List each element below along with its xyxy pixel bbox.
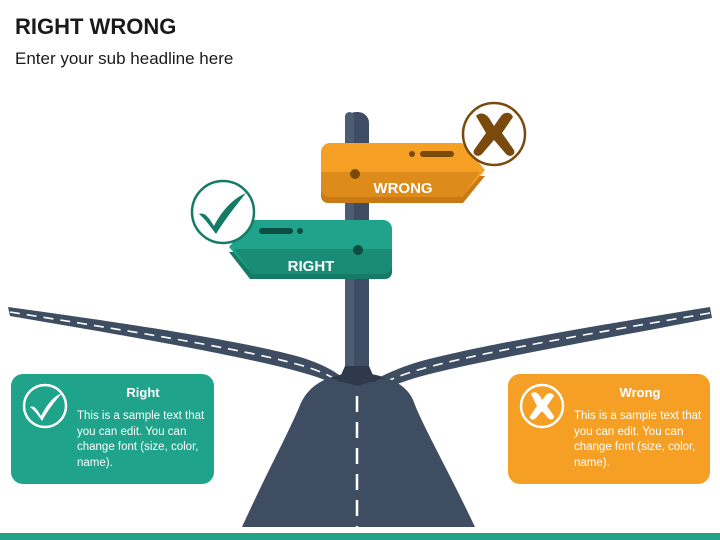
wrong-card: Wrong This is a sample text that you can… — [508, 374, 710, 484]
right-sign-label: RIGHT — [288, 258, 335, 275]
cross-icon — [461, 101, 527, 167]
left-road-branch — [8, 307, 355, 398]
check-icon — [22, 383, 68, 429]
wrong-sign-stripe-dot — [409, 151, 415, 157]
right-card-body: This is a sample text that you can edit.… — [77, 410, 205, 469]
right-sign-bolt — [353, 245, 363, 255]
wrong-card-title: Wrong — [619, 385, 661, 400]
wrong-sign-bolt — [350, 169, 360, 179]
check-icon — [190, 179, 256, 245]
wrong-sign-label: WRONG — [373, 180, 432, 197]
footer-bar — [0, 533, 720, 540]
wrong-sign-lower-band — [321, 172, 480, 197]
right-card-title: Right — [126, 385, 160, 400]
wrong-card-body: This is a sample text that you can edit.… — [574, 410, 702, 469]
right-sign-stripe — [259, 228, 293, 234]
page-subtitle: Enter your sub headline here — [15, 49, 234, 68]
main-road — [242, 372, 475, 527]
right-card: Right This is a sample text that you can… — [11, 374, 214, 484]
cross-icon — [519, 383, 565, 429]
right-sign-stripe-dot — [297, 228, 303, 234]
right-road-branch — [360, 307, 712, 398]
page-title: RIGHT WRONG — [15, 14, 177, 39]
wrong-sign-stripe — [420, 151, 454, 157]
pole-base — [338, 366, 376, 382]
right-sign-lower-band — [234, 249, 392, 274]
left-road-lane — [9, 311, 351, 393]
